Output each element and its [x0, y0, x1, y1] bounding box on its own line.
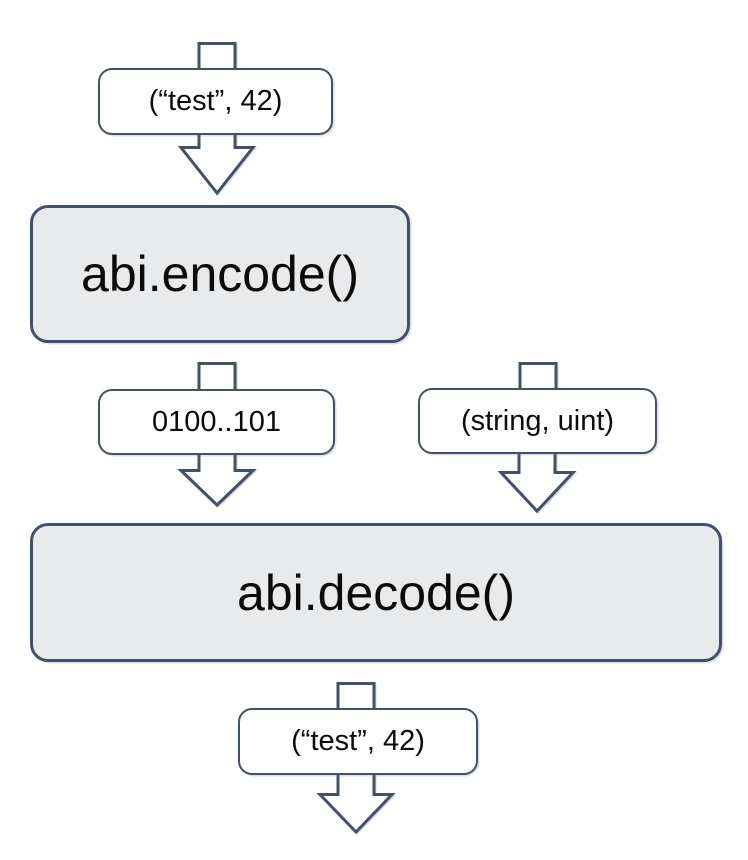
- node-encoded-bytes: 0100..101: [98, 389, 335, 455]
- node-output-tuple-label: (“test”, 42): [291, 725, 425, 757]
- node-abi-decode-label: abi.decode(): [237, 564, 515, 621]
- node-abi-encode-label: abi.encode(): [81, 246, 359, 302]
- node-encoded-bytes-label: 0100..101: [151, 405, 281, 438]
- node-types-tuple: (string, uint): [418, 388, 657, 454]
- node-abi-decode: abi.decode(): [30, 523, 722, 662]
- node-types-tuple-label: (string, uint): [460, 404, 615, 437]
- arrow-input-to-encode: [177, 129, 257, 196]
- arrow-bytes-to-decode: [177, 449, 257, 508]
- node-input-tuple-label: (“test”, 42): [148, 85, 283, 117]
- node-abi-encode: abi.encode(): [30, 205, 410, 343]
- node-output-tuple: (“test”, 42): [238, 708, 478, 775]
- node-input-tuple: (“test”, 42): [98, 68, 333, 135]
- arrow-output-out: [316, 769, 396, 835]
- arrow-types-to-decode: [497, 448, 577, 514]
